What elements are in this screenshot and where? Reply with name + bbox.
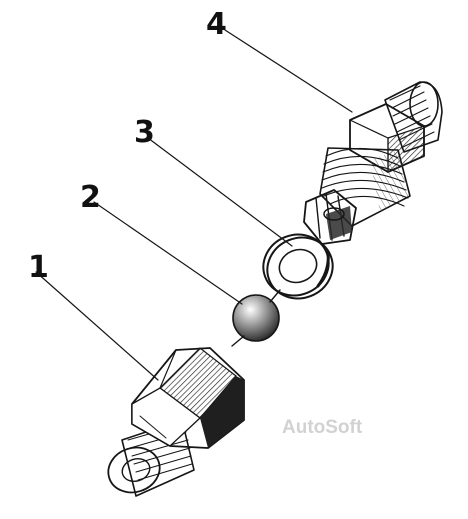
callout-number-3: 3 (134, 115, 155, 150)
leader-line-1 (35, 271, 159, 381)
leader-line-3 (147, 137, 293, 247)
watermark: AutoSoft (282, 417, 363, 438)
leader-lines (35, 29, 353, 381)
callout-number-1: 1 (28, 250, 49, 285)
sealing-washer-part (262, 233, 334, 300)
check-ball-part (232, 294, 280, 342)
leader-line-2 (93, 201, 243, 305)
hex-fitting-part (107, 347, 245, 497)
callout-number-2: 2 (80, 180, 101, 215)
leader-line-4 (224, 29, 353, 113)
valve-body-part (303, 81, 443, 245)
callout-number-4: 4 (206, 7, 227, 42)
